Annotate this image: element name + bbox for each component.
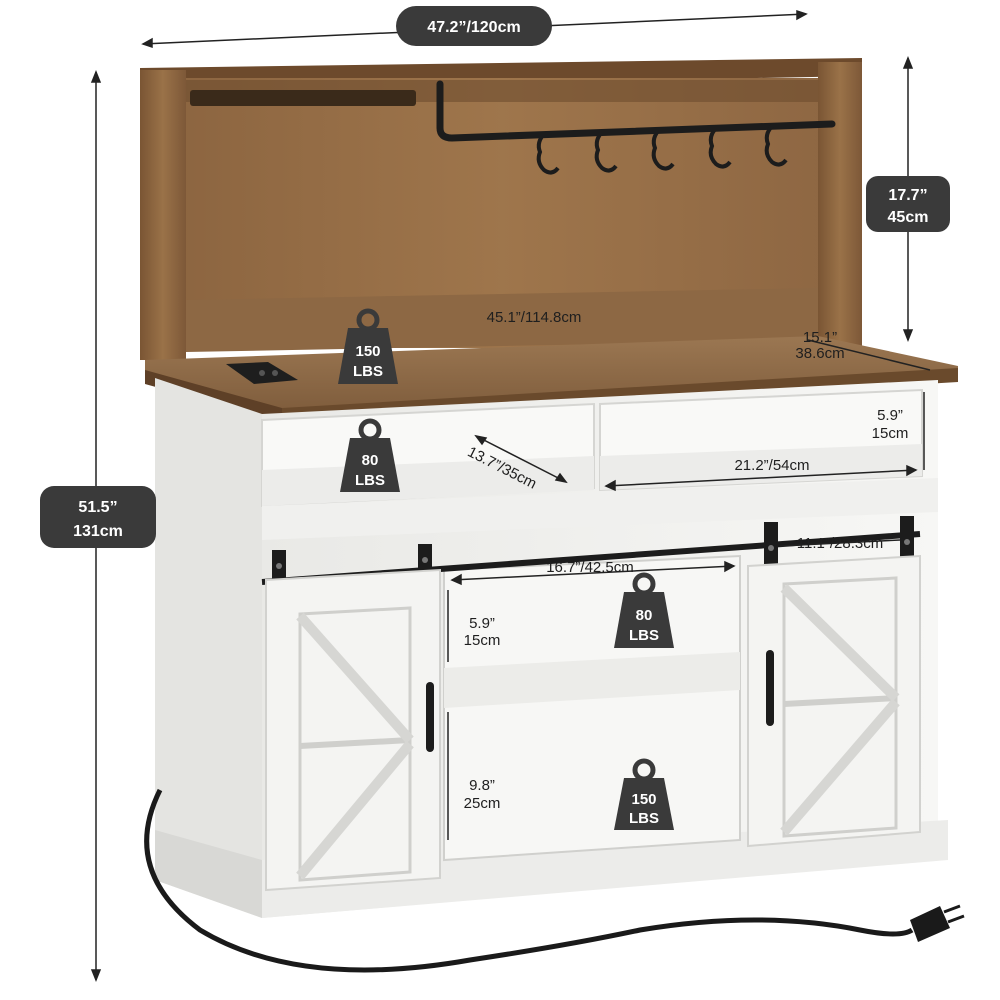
hutch-text-2: 45cm: [888, 209, 929, 226]
weight-bottom-shelf-value: 150: [631, 791, 656, 808]
depth-text-1: 15.1”: [803, 329, 837, 346]
hook-icon: [764, 123, 788, 167]
middle-lower-height-1: 9.8”: [469, 777, 495, 794]
weight-middle-shelf-unit: LBS: [629, 627, 659, 644]
power-cord: [144, 788, 965, 973]
open-shelf-height-2: 15cm: [872, 425, 909, 442]
open-shelf-height-1: 5.9”: [877, 407, 903, 424]
middle-lower-height-2: 25cm: [464, 795, 501, 812]
hutch-dimension-label: 17.7” 45cm: [866, 176, 950, 232]
depth-text-2: 38.6cm: [795, 345, 844, 362]
hook-icon: [594, 129, 618, 173]
plug-icon: [910, 904, 965, 942]
hook-icon: [651, 127, 675, 171]
power-outlet-icon: [226, 362, 298, 384]
middle-upper-height-1: 5.9”: [469, 615, 495, 632]
weight-top-value: 150: [355, 343, 380, 360]
weight-top-unit: LBS: [353, 363, 383, 380]
weight-icon-top: 150 LBS: [338, 308, 398, 384]
height-text-2: 131cm: [73, 523, 123, 540]
left-door-handle[interactable]: [426, 682, 434, 752]
right-barn-door[interactable]: [747, 554, 921, 848]
weight-bottom-shelf-unit: LBS: [629, 810, 659, 827]
width-text: 47.2”/120cm: [427, 19, 520, 36]
height-dimension-label: 51.5” 131cm: [40, 486, 156, 548]
weight-middle-shelf-value: 80: [636, 607, 653, 624]
right-door-handle[interactable]: [766, 650, 774, 726]
weight-icon-middle-shelf: 80 LBS: [614, 572, 674, 648]
hook-icon: [536, 131, 560, 175]
height-text-1: 51.5”: [78, 499, 117, 516]
left-barn-door[interactable]: [265, 568, 441, 892]
hanging-rail: [436, 80, 836, 175]
hook-icon: [708, 125, 732, 169]
inner-width-text: 45.1”/114.8cm: [487, 309, 582, 326]
middle-width-text: 16.7”/42.5cm: [546, 559, 634, 576]
hutch: [140, 58, 862, 360]
weight-icon-bottom-shelf: 150 LBS: [614, 758, 674, 830]
weight-open-shelf-value: 80: [362, 452, 379, 469]
weight-open-shelf-unit: LBS: [355, 472, 385, 489]
middle-upper-height-2: 15cm: [464, 632, 501, 649]
width-dimension-label: 47.2”/120cm: [396, 6, 552, 46]
weight-icon-open-shelf: 80 LBS: [340, 418, 400, 492]
hutch-text-1: 17.7”: [888, 187, 927, 204]
open-shelf-width-text: 21.2”/54cm: [734, 457, 809, 474]
door-width-text: 11.1”/28.3cm: [797, 535, 883, 552]
